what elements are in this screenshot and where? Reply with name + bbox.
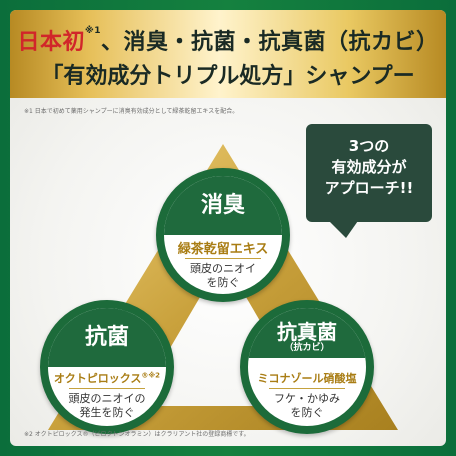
headline-line2: 「有効成分トリプル処方」シャンプー xyxy=(41,64,415,89)
antifungal-desc: フケ・かゆみ を防ぐ xyxy=(248,392,366,420)
headline-note: ※1 xyxy=(84,26,101,36)
headline-highlight: 日本初 xyxy=(17,30,85,55)
antibacterial-desc-line1: 頭皮のニオイの xyxy=(68,392,146,405)
deodorant-title: 消臭 xyxy=(164,176,282,235)
antifungal-circle: 抗真菌 （抗カビ） ミコナゾール硝酸塩 フケ・かゆみ を防ぐ xyxy=(240,300,374,434)
antifungal-title: 抗真菌 （抗カビ） xyxy=(248,308,366,358)
antibacterial-title: 抗菌 xyxy=(48,308,166,367)
deodorant-desc-line2: を防ぐ xyxy=(206,276,240,289)
antibacterial-ingredient-name: オクトピロックス xyxy=(53,372,142,385)
bubble-line1: 3つの xyxy=(348,137,390,155)
bubble-line2: 有効成分が xyxy=(331,158,407,176)
deodorant-desc: 頭皮のニオイ を防ぐ xyxy=(164,262,282,290)
footnote-2: ※2 オクトピロックス®（ピロクトンオラミン）はクラリアント社の登録商標です。 xyxy=(24,431,250,438)
antifungal-desc-line2: を防ぐ xyxy=(290,406,324,419)
antibacterial-ingredient: オクトピロックス®※2 xyxy=(48,370,166,386)
banner-panel: 日本初※1、消臭・抗菌・抗真菌（抗カビ） 「有効成分トリプル処方」シャンプー ※… xyxy=(10,10,446,446)
antifungal-title-text: 抗真菌 xyxy=(277,320,337,344)
antibacterial-desc-line2: 発生を防ぐ xyxy=(79,406,135,419)
antibacterial-desc: 頭皮のニオイの 発生を防ぐ xyxy=(48,392,166,420)
antifungal-subtitle: （抗カビ） xyxy=(284,343,330,353)
divider xyxy=(269,388,345,389)
divider xyxy=(69,388,145,389)
deodorant-circle: 消臭 緑茶乾留エキス 頭皮のニオイ を防ぐ xyxy=(156,168,290,302)
antibacterial-circle: 抗菌 オクトピロックス®※2 頭皮のニオイの 発生を防ぐ xyxy=(40,300,174,434)
bubble-line3: アプローチ!! xyxy=(324,179,414,197)
speech-bubble: 3つの 有効成分が アプローチ!! xyxy=(306,124,432,238)
headline-rest: 、消臭・抗菌・抗真菌（抗カビ） xyxy=(101,30,439,55)
divider xyxy=(185,258,261,259)
deodorant-ingredient: 緑茶乾留エキス xyxy=(177,242,269,257)
antifungal-ingredient: ミコナゾール硝酸塩 xyxy=(257,372,357,385)
ingredient-note: ※2 xyxy=(148,371,161,380)
antifungal-desc-line1: フケ・かゆみ xyxy=(274,392,340,405)
deodorant-desc-line1: 頭皮のニオイ xyxy=(190,262,256,275)
footnote-1: ※1 日本で初めて薬用シャンプーに消臭有効成分として緑茶乾留エキスを配合。 xyxy=(24,108,239,115)
registered-mark: ® xyxy=(141,371,149,380)
header-band xyxy=(10,10,446,98)
headline-line1: 日本初※1、消臭・抗菌・抗真菌（抗カビ） xyxy=(10,24,446,56)
